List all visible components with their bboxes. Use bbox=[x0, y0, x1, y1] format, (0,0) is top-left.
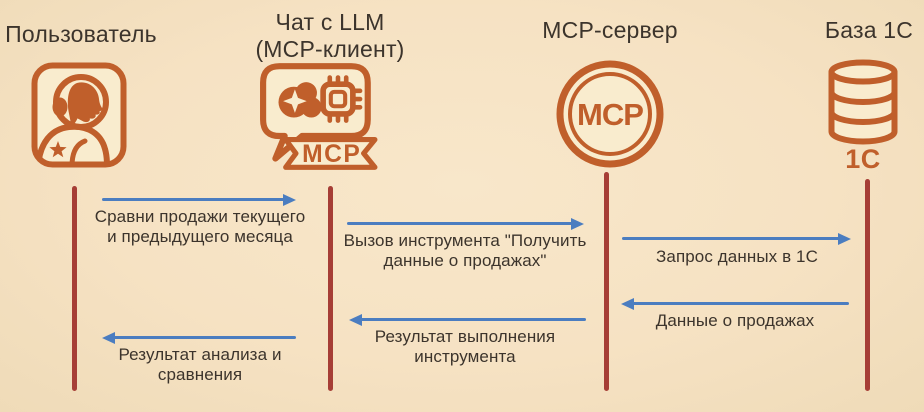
arrow-head-right-icon bbox=[283, 193, 296, 206]
mcp-badge-text: MCP bbox=[577, 97, 643, 132]
lifeline-1c-database bbox=[865, 179, 870, 391]
message-arrow-3 bbox=[622, 232, 851, 245]
arrow-shaft bbox=[622, 237, 840, 240]
actor-label-1c-database: База 1С bbox=[824, 17, 914, 43]
mcp-banner-text: MCP bbox=[302, 141, 361, 168]
message-label-4: Данные о продажах bbox=[655, 311, 815, 330]
arrow-shaft bbox=[632, 302, 849, 305]
message-arrow-1 bbox=[102, 193, 296, 206]
message-label-6: Результат анализа и сравнения bbox=[118, 345, 282, 385]
sparkle-cloud-icon bbox=[278, 82, 322, 118]
arrow-shaft bbox=[113, 336, 296, 339]
actor-label-mcp-server: MCP-сервер bbox=[542, 17, 678, 43]
message-label-2: Вызов инструмента "Получить данные о про… bbox=[343, 231, 587, 271]
message-arrow-4 bbox=[621, 297, 849, 310]
lifeline-mcp-server bbox=[604, 172, 609, 391]
message-arrow-6 bbox=[102, 331, 296, 344]
lifeline-user bbox=[72, 186, 77, 391]
arrow-head-right-icon bbox=[571, 217, 584, 230]
actor-label-chat-llm: Чат с LLM (MCP-клиент) bbox=[255, 9, 405, 63]
message-label-5: Результат выполнения инструмента bbox=[374, 327, 556, 367]
actor-label-user: Пользователь bbox=[5, 21, 157, 47]
mcp-server-badge-icon: MCP bbox=[556, 60, 664, 168]
arrow-head-right-icon bbox=[838, 232, 851, 245]
message-arrow-2 bbox=[347, 217, 584, 230]
arrow-head-left-icon bbox=[621, 297, 634, 310]
message-arrow-5 bbox=[349, 313, 586, 326]
mcp-ribbon-banner: MCP bbox=[283, 137, 378, 170]
arrow-shaft bbox=[360, 318, 586, 321]
message-label-3: Запрос данных в 1С bbox=[656, 247, 818, 266]
arrow-head-left-icon bbox=[102, 331, 115, 344]
chip-icon bbox=[320, 75, 363, 123]
arrow-head-left-icon bbox=[349, 313, 362, 326]
database-1c-caption: 1С bbox=[845, 144, 881, 174]
database-1c-icon bbox=[828, 59, 898, 145]
chat-llm-icon: MCP bbox=[260, 63, 378, 170]
lifeline-chat-llm bbox=[328, 186, 333, 391]
astronaut-user-icon bbox=[31, 62, 127, 168]
arrow-shaft bbox=[347, 222, 573, 225]
arrow-shaft bbox=[102, 198, 285, 201]
message-label-1: Сравни продажи текущего и предыдущего ме… bbox=[94, 207, 306, 247]
